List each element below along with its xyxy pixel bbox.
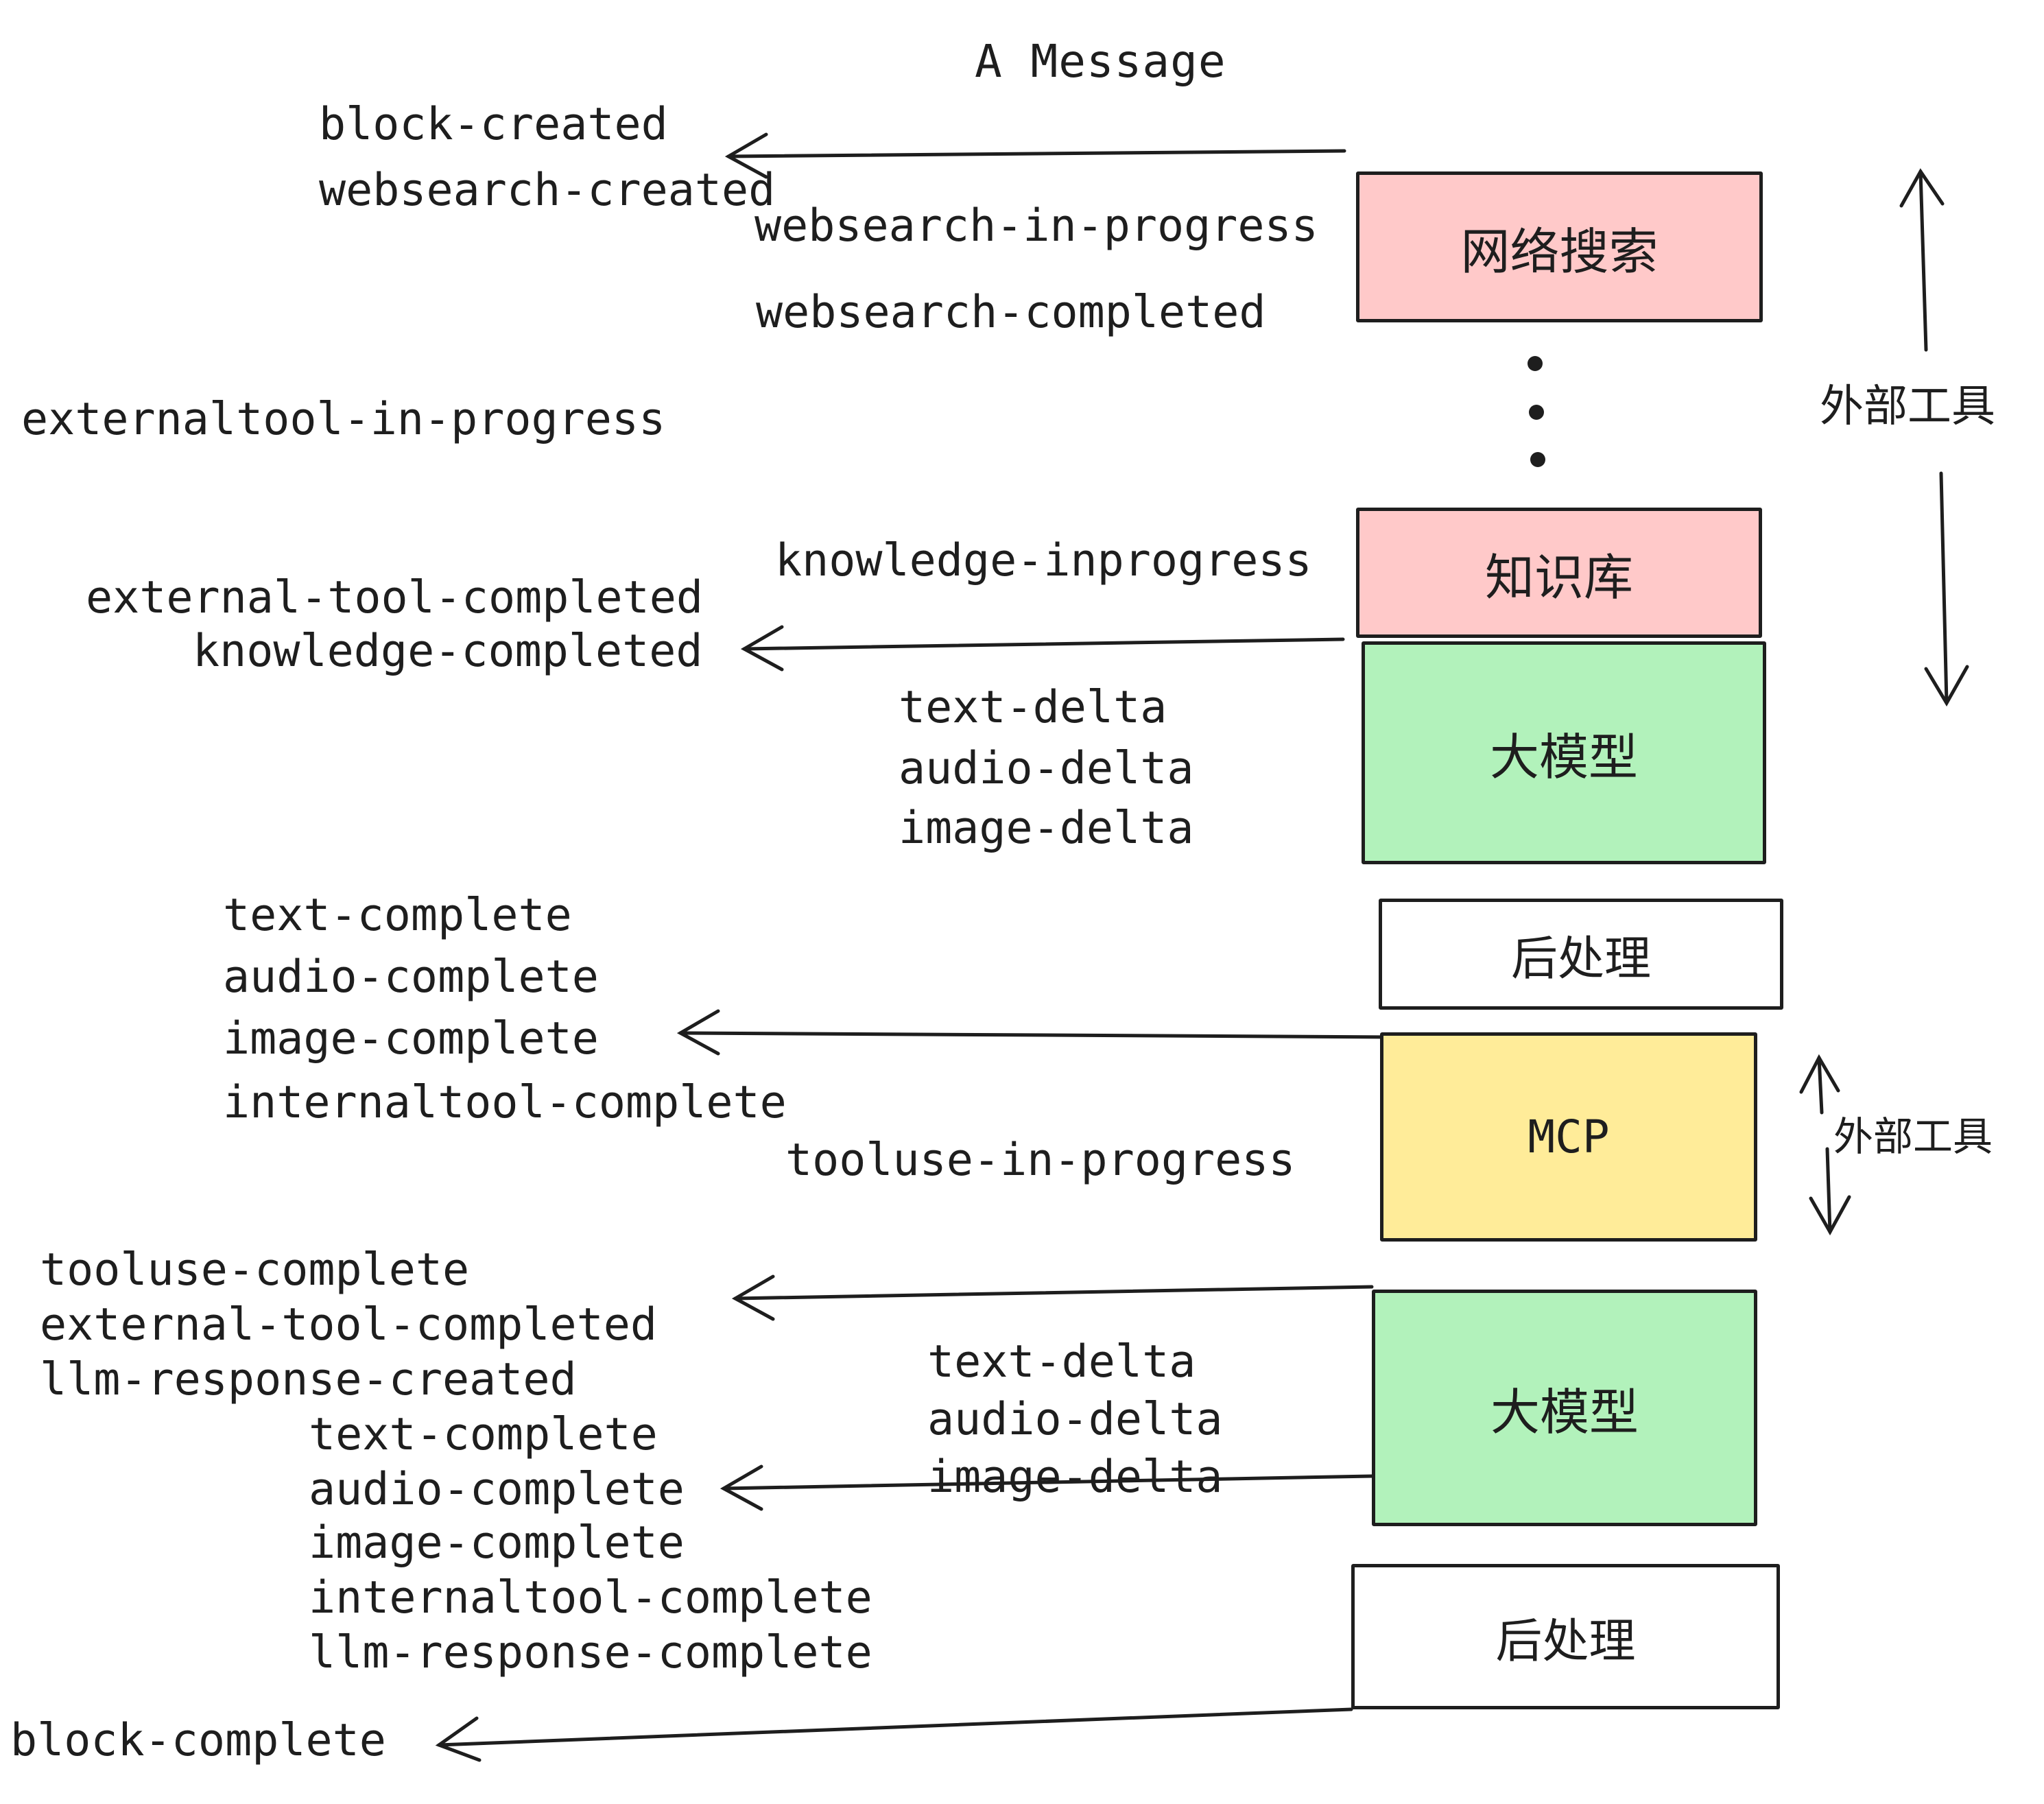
lbl-block-created: block-created — [319, 98, 668, 150]
lbl-text-delta-2: text-delta — [927, 1336, 1196, 1388]
box-llm-2-label: 大模型 — [1490, 1386, 1639, 1440]
external-tools-arrow-down-1 — [1924, 471, 1969, 707]
external-tools-arrow-down-2 — [1809, 1147, 1851, 1236]
diagram-title: A Message — [975, 35, 1226, 88]
lbl-block-complete: block-complete — [10, 1714, 386, 1766]
lbl-audio-complete-1: audio-complete — [223, 951, 599, 1003]
box-websearch-label: 网络搜索 — [1460, 224, 1659, 280]
box-llm-2: 大模型 — [1372, 1290, 1757, 1526]
lbl-tooluse-in-progress: tooluse-in-progress — [785, 1134, 1296, 1186]
ellipsis-dots — [1528, 356, 1545, 467]
arrow-knowledge-completed — [740, 625, 1345, 672]
box-websearch: 网络搜索 — [1356, 171, 1763, 322]
lbl-external-tool-completed-1: external-tool-completed — [86, 571, 704, 624]
lbl-knowledge-completed: knowledge-completed — [193, 625, 703, 677]
box-llm-1: 大模型 — [1362, 641, 1766, 864]
lbl-llm-response-complete: llm-response-complete — [309, 1626, 872, 1678]
external-tools-arrow-up-1 — [1899, 168, 1945, 352]
lbl-internaltool-complete-2: internaltool-complete — [309, 1571, 872, 1624]
box-knowledge-label: 知识库 — [1484, 550, 1633, 606]
lbl-websearch-completed: websearch-completed — [756, 286, 1266, 338]
arrow-tooluse-complete — [731, 1274, 1374, 1321]
arrow-image-complete — [676, 1009, 1401, 1056]
lbl-websearch-created: websearch-created — [319, 164, 776, 216]
external-tools-label-bottom: 外部工具 — [1833, 1115, 1993, 1159]
lbl-text-complete-1: text-complete — [223, 889, 572, 941]
arrow-block-complete — [435, 1707, 1353, 1762]
lbl-image-delta-2: image-delta — [927, 1451, 1223, 1503]
box-mcp: MCP — [1380, 1032, 1757, 1242]
external-tools-label-top: 外部工具 — [1820, 381, 1995, 431]
lbl-externaltool-in-progress: externaltool-in-progress — [21, 393, 666, 445]
box-knowledge: 知识库 — [1356, 508, 1762, 638]
lbl-image-complete-1: image-complete — [223, 1012, 599, 1065]
box-mcp-label: MCP — [1528, 1111, 1610, 1163]
box-post-1: 后处理 — [1379, 899, 1783, 1010]
lbl-image-delta-1: image-delta — [899, 802, 1194, 854]
lbl-knowledge-inprogress: knowledge-inprogress — [775, 534, 1312, 586]
lbl-text-delta-1: text-delta — [899, 681, 1167, 733]
lbl-external-tool-completed-2: external-tool-completed — [40, 1298, 658, 1351]
lbl-audio-complete-2: audio-complete — [309, 1463, 685, 1515]
box-post-2: 后处理 — [1351, 1564, 1780, 1709]
lbl-internaltool-complete-1: internaltool-complete — [223, 1076, 787, 1128]
lbl-audio-delta-1: audio-delta — [899, 742, 1194, 794]
lbl-websearch-in-progress: websearch-in-progress — [754, 200, 1318, 252]
lbl-text-complete-2: text-complete — [309, 1408, 658, 1460]
lbl-image-complete-2: image-complete — [309, 1517, 685, 1569]
box-llm-1-label: 大模型 — [1489, 731, 1638, 785]
lbl-llm-response-created: llm-response-created — [40, 1353, 577, 1405]
arrow-audio-complete — [720, 1464, 1374, 1511]
box-post-1-label: 后处理 — [1510, 932, 1651, 985]
box-post-2-label: 后处理 — [1495, 1615, 1636, 1667]
lbl-audio-delta-2: audio-delta — [927, 1393, 1223, 1445]
arrow-websearch-created — [724, 132, 1346, 179]
lbl-tooluse-complete: tooluse-complete — [40, 1244, 470, 1296]
external-tools-arrow-up-2 — [1799, 1054, 1840, 1115]
